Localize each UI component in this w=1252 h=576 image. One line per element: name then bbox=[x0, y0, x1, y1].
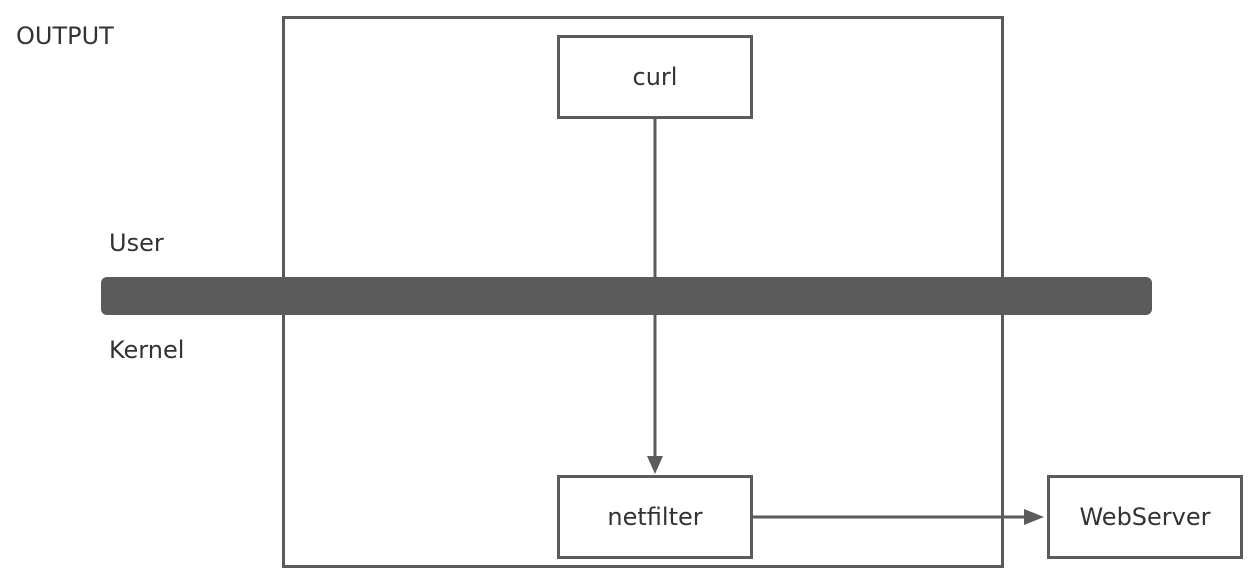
arrowhead-netfilter-to-webserver bbox=[1024, 509, 1044, 525]
output-label: OUTPUT bbox=[16, 22, 114, 50]
user-space-label: User bbox=[109, 229, 164, 257]
arrowhead-curl-to-netfilter bbox=[647, 456, 663, 474]
curl-node-label: curl bbox=[632, 63, 678, 91]
kernel-space-label: Kernel bbox=[109, 336, 185, 364]
user-kernel-divider bbox=[101, 277, 1152, 315]
webserver-node: WebServer bbox=[1047, 475, 1243, 559]
curl-node: curl bbox=[557, 35, 753, 119]
netfilter-node-label: netfilter bbox=[607, 503, 703, 531]
netfilter-node: netfilter bbox=[557, 475, 753, 559]
webserver-node-label: WebServer bbox=[1079, 503, 1211, 531]
